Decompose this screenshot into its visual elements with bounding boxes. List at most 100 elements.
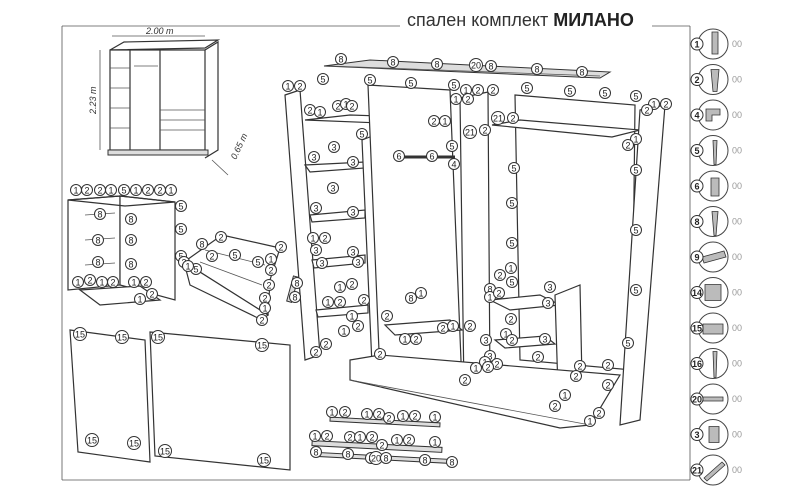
callout-drawerbox-2: 2 — [263, 279, 275, 291]
svg-text:2: 2 — [475, 86, 480, 96]
svg-text:5: 5 — [509, 199, 514, 209]
callout-wardrobe-8: 8 — [405, 292, 417, 304]
svg-text:8: 8 — [95, 236, 100, 246]
callout-wardrobe-1: 1 — [584, 415, 596, 427]
svg-text:1: 1 — [262, 304, 267, 314]
svg-text:2: 2 — [413, 335, 418, 345]
callout-wardrobe-2: 2 — [532, 351, 544, 363]
callout-drawer-8: 8 — [92, 234, 104, 246]
svg-text:5: 5 — [359, 130, 364, 140]
runner-icon — [701, 250, 727, 264]
callout-drawer-8: 8 — [92, 256, 104, 268]
callout-wardrobe-2: 2 — [660, 98, 672, 110]
callout-wardrobe-1: 1 — [450, 93, 462, 105]
svg-text:2: 2 — [262, 294, 267, 304]
callout-wardrobe-8: 8 — [485, 60, 497, 72]
callout-wardrobe-2: 2 — [294, 80, 306, 92]
callout-wardrobe-8: 8 — [531, 63, 543, 75]
callout-wardrobe-1: 1 — [322, 296, 334, 308]
callout-wardrobe-2: 2 — [374, 348, 386, 360]
callout-wardrobe-1: 1 — [559, 389, 571, 401]
callout-drawer-2: 2 — [107, 276, 119, 288]
callout-wardrobe-2: 2 — [602, 359, 614, 371]
svg-text:3: 3 — [542, 335, 547, 345]
svg-text:20: 20 — [371, 454, 381, 464]
svg-text:1: 1 — [337, 283, 342, 293]
callout-drawer-1: 1 — [72, 276, 84, 288]
svg-text:2: 2 — [462, 376, 467, 386]
callout-drawer-2: 2 — [142, 184, 154, 196]
svg-text:1: 1 — [364, 410, 369, 420]
doors — [69, 329, 291, 471]
callout-drawer-1: 1 — [105, 184, 117, 196]
callout-wardrobe-8: 8 — [576, 66, 588, 78]
callout-wardrobe-3: 3 — [347, 246, 359, 258]
svg-text:2: 2 — [342, 408, 347, 418]
callout-wardrobe-5: 5 — [630, 164, 642, 176]
callout-handles-1: 1 — [361, 408, 373, 420]
callout-wardrobe-3: 3 — [316, 257, 328, 269]
svg-text:2: 2 — [535, 353, 540, 363]
svg-text:2: 2 — [431, 117, 436, 127]
svg-text:4: 4 — [694, 111, 699, 121]
callout-drawerbox-5: 5 — [229, 249, 241, 261]
svg-text:2: 2 — [110, 278, 115, 288]
callout-drawer-5: 5 — [175, 223, 187, 235]
callout-wardrobe-3: 3 — [480, 334, 492, 346]
dim-depth: 0.65 m — [229, 131, 250, 161]
callout-wardrobe-1: 1 — [307, 232, 319, 244]
callout-drawerbox-8: 8 — [289, 291, 301, 303]
callout-wardrobe-1: 1 — [314, 106, 326, 118]
svg-text:2: 2 — [625, 141, 630, 151]
svg-text:2: 2 — [145, 186, 150, 196]
svg-text:8: 8 — [97, 210, 102, 220]
callout-handles-8: 8 — [342, 448, 354, 460]
dim-width: 2.00 m — [145, 26, 174, 36]
svg-text:8: 8 — [292, 293, 297, 303]
callout-wardrobe-2: 2 — [410, 333, 422, 345]
callout-wardrobe-3: 3 — [310, 202, 322, 214]
long-screw-icon — [712, 351, 718, 378]
svg-text:3: 3 — [350, 248, 355, 258]
callout-wardrobe-1: 1 — [630, 133, 642, 145]
callout-wardrobe-20: 20 — [469, 58, 483, 72]
callout-wardrobe-2: 2 — [505, 313, 517, 325]
callout-wardrobe-3: 3 — [544, 281, 556, 293]
svg-text:3: 3 — [694, 430, 699, 440]
svg-text:2: 2 — [482, 126, 487, 136]
svg-text:15: 15 — [692, 324, 702, 334]
svg-text:1: 1 — [131, 278, 136, 288]
svg-text:8: 8 — [313, 448, 318, 458]
svg-text:5: 5 — [255, 258, 260, 268]
svg-text:3: 3 — [545, 299, 550, 309]
svg-text:2: 2 — [605, 361, 610, 371]
svg-text:2: 2 — [324, 432, 329, 442]
callout-handles-1: 1 — [391, 434, 403, 446]
svg-text:3: 3 — [547, 283, 552, 293]
callout-drawerbox-5: 5 — [252, 256, 264, 268]
svg-text:2: 2 — [361, 296, 366, 306]
wardrobe-thumbnail: 2.00 m 2.23 m 0.65 m — [88, 26, 250, 176]
callout-drawerbox-2: 2 — [259, 292, 271, 304]
svg-text:6: 6 — [694, 182, 699, 192]
svg-text:1: 1 — [651, 100, 656, 110]
callout-wardrobe-2: 2 — [593, 407, 605, 419]
legend-qty: 00 — [732, 146, 742, 156]
svg-text:5: 5 — [232, 251, 237, 261]
callout-handles-1: 1 — [309, 430, 321, 442]
callout-drawer-2: 2 — [146, 288, 158, 300]
svg-text:8: 8 — [422, 456, 427, 466]
handle-icon — [702, 396, 724, 402]
svg-text:21: 21 — [493, 114, 503, 124]
callout-drawer-8: 8 — [125, 234, 137, 246]
callout-wardrobe-2: 2 — [381, 310, 393, 322]
svg-text:2: 2 — [143, 278, 148, 288]
legend-qty: 00 — [732, 359, 742, 369]
svg-text:8: 8 — [128, 215, 133, 225]
svg-text:15: 15 — [160, 447, 170, 457]
